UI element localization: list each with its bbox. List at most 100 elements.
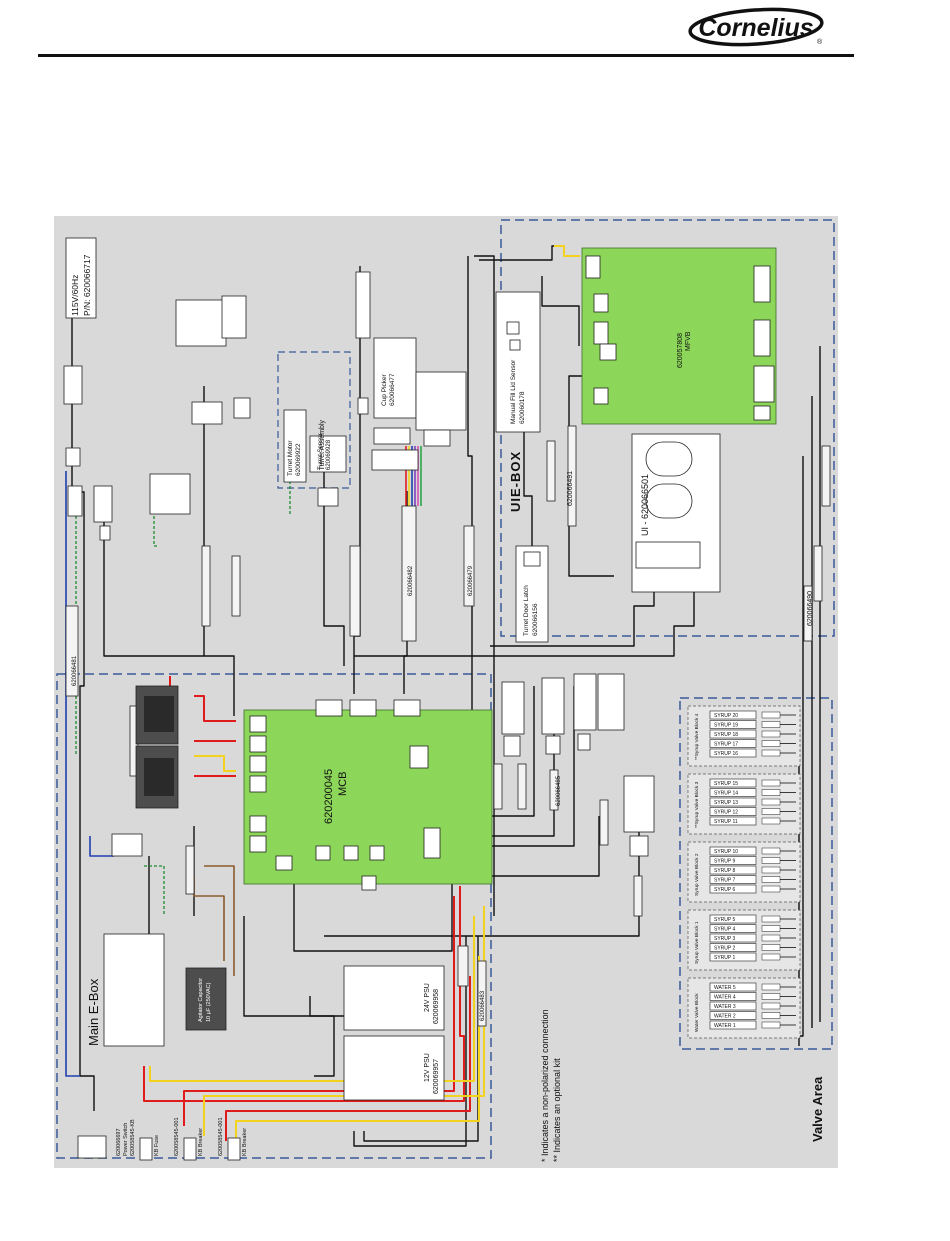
valve-cell — [709, 856, 757, 865]
terminal-block — [111, 833, 143, 857]
psu24-pn: 620069958 — [433, 989, 440, 1024]
valve-label: WATER 3 — [714, 1004, 736, 1010]
valve-label: WATER 1 — [714, 1023, 736, 1029]
harness-label-a: 620066490 — [807, 591, 814, 626]
valve-label: SYRUP 12 — [714, 810, 738, 816]
power-switch-icon — [77, 1135, 107, 1159]
mfvb-board — [581, 247, 777, 425]
valve-cell — [709, 807, 757, 816]
turret-door-latch-pn: 620066156 — [532, 603, 539, 636]
breaker2-icon — [227, 1137, 241, 1161]
turret-sensor-connector — [317, 487, 339, 507]
valve-connector — [761, 866, 781, 874]
valve-label: SYRUP 8 — [714, 868, 736, 874]
main-ebox-contents: Agitator Capacitor 10 µF (250VAC) 620200… — [72, 565, 562, 1161]
turret-motor-pn: 620069922 — [295, 443, 302, 476]
main-ebox-boundary — [56, 673, 492, 1159]
valve-cell — [709, 952, 757, 962]
valve-connector — [761, 817, 781, 825]
valve-cell — [709, 884, 757, 894]
ui-connector-panel — [635, 541, 701, 569]
wiring-diagram: 115V/60Hz P/N: 620066717 Turret Assem — [54, 216, 838, 1168]
valve-connector — [761, 983, 781, 991]
valve-cell — [709, 933, 757, 943]
inlet-fuse-label — [67, 485, 83, 517]
valve-connector — [761, 808, 781, 815]
compressor-motor-box — [149, 473, 191, 515]
registered-mark: ® — [817, 38, 823, 46]
valve-block-name: Syrup Valve Block 1 — [694, 921, 700, 964]
note-optional-kit: ** Indicates an optional kit — [552, 1058, 562, 1162]
picker-plug — [423, 429, 451, 447]
valve-cell — [709, 729, 757, 739]
mfvb-pn: 620057808 — [677, 333, 684, 368]
valve-block-name: **Syrup Valve Block 4 — [694, 713, 700, 760]
valve-connector — [761, 876, 781, 883]
harness-tubes — [65, 425, 831, 1027]
fan-capacitor-terminal — [144, 696, 174, 732]
spec-line-voltage: 115V/60Hz — [70, 275, 80, 316]
breaker1-pn: 620058545-001 — [174, 1117, 180, 1156]
mcb-connectors — [249, 699, 441, 891]
cup-picker-pn: 620066477 — [389, 373, 396, 406]
valve-label: SYRUP 14 — [714, 791, 738, 797]
valve-label: WATER 4 — [714, 995, 736, 1001]
turret-labels: Turret Assembly Turret Motor 620069922 T… — [287, 373, 396, 476]
middle-sensors — [501, 673, 655, 857]
valve-label: SYRUP 6 — [714, 887, 736, 893]
latch-connector — [523, 551, 541, 567]
harness-label-f: 620066483 — [480, 990, 486, 1021]
valve-connector — [761, 1012, 781, 1019]
main-ebox-label: Main E-Box — [86, 978, 101, 1046]
valve-label: SYRUP 16 — [714, 751, 738, 757]
valve-cell — [709, 846, 757, 856]
fuse-block-pn: 620058545-KB — [130, 1119, 136, 1156]
turret-assembly-label: Turret Assembly — [319, 420, 326, 471]
uie-box-label: UIE-BOX — [508, 451, 523, 512]
turret-assembly-boundary — [277, 351, 351, 489]
agitator-connector-block — [191, 401, 223, 425]
turret-motor-box — [283, 409, 307, 483]
valve-label: SYRUP 17 — [714, 742, 738, 748]
agitator-motor-box — [175, 299, 227, 347]
fuse-block-name: KB Fuse — [154, 1135, 160, 1156]
upper-left-components: 115V/60Hz P/N: 620066717 — [63, 237, 467, 541]
manual-fill-lid-sensor-name: Manual Fill Lid Sensor — [510, 359, 517, 424]
valve-label: SYRUP 19 — [714, 723, 738, 729]
harness-label-c: 620066481 — [72, 655, 78, 686]
turret-motor-name: Turret Motor — [287, 440, 294, 476]
psu24-name: 24V PSU — [424, 983, 431, 1012]
valve-cell — [709, 748, 757, 758]
valve-blocks: **Syrup Valve Block 4 SYRUP 20 SYRUP 19 SYR… — [687, 705, 801, 1039]
valve-connector — [761, 847, 781, 855]
valve-connector — [761, 798, 781, 806]
valve-cell — [709, 1001, 757, 1011]
harness-label-b: 620066491 — [567, 471, 574, 506]
agitator-capacitor — [185, 967, 227, 1031]
wiring — [65, 245, 821, 1151]
valve-connector — [761, 711, 781, 719]
valve-cell — [709, 788, 757, 797]
ui-board-label: UI - 620066501 — [640, 474, 650, 536]
header-rule — [38, 54, 854, 57]
valve-cell — [709, 914, 757, 924]
valve-cell — [709, 1011, 757, 1020]
turret-sensor-pn: 620069928 — [326, 439, 332, 470]
valve-connector — [761, 779, 781, 787]
valve-label: SYRUP 2 — [714, 946, 736, 952]
note-non-polarized: * Indicates a non-polarized connection — [540, 1009, 550, 1162]
valve-label: SYRUP 13 — [714, 800, 738, 806]
valve-block-name: Syrup Valve Block 2 — [694, 853, 700, 896]
cup-sensor-connector — [357, 397, 369, 415]
mcb-board — [243, 709, 493, 885]
valve-connector — [761, 1002, 781, 1010]
valve-connector — [761, 789, 781, 796]
harness-label-g: 620066485 — [556, 775, 562, 806]
valve-cell — [709, 778, 757, 788]
valve-label: SYRUP 20 — [714, 713, 738, 719]
spec-label-box — [65, 237, 97, 319]
compressor-capacitor-terminal — [144, 758, 174, 796]
